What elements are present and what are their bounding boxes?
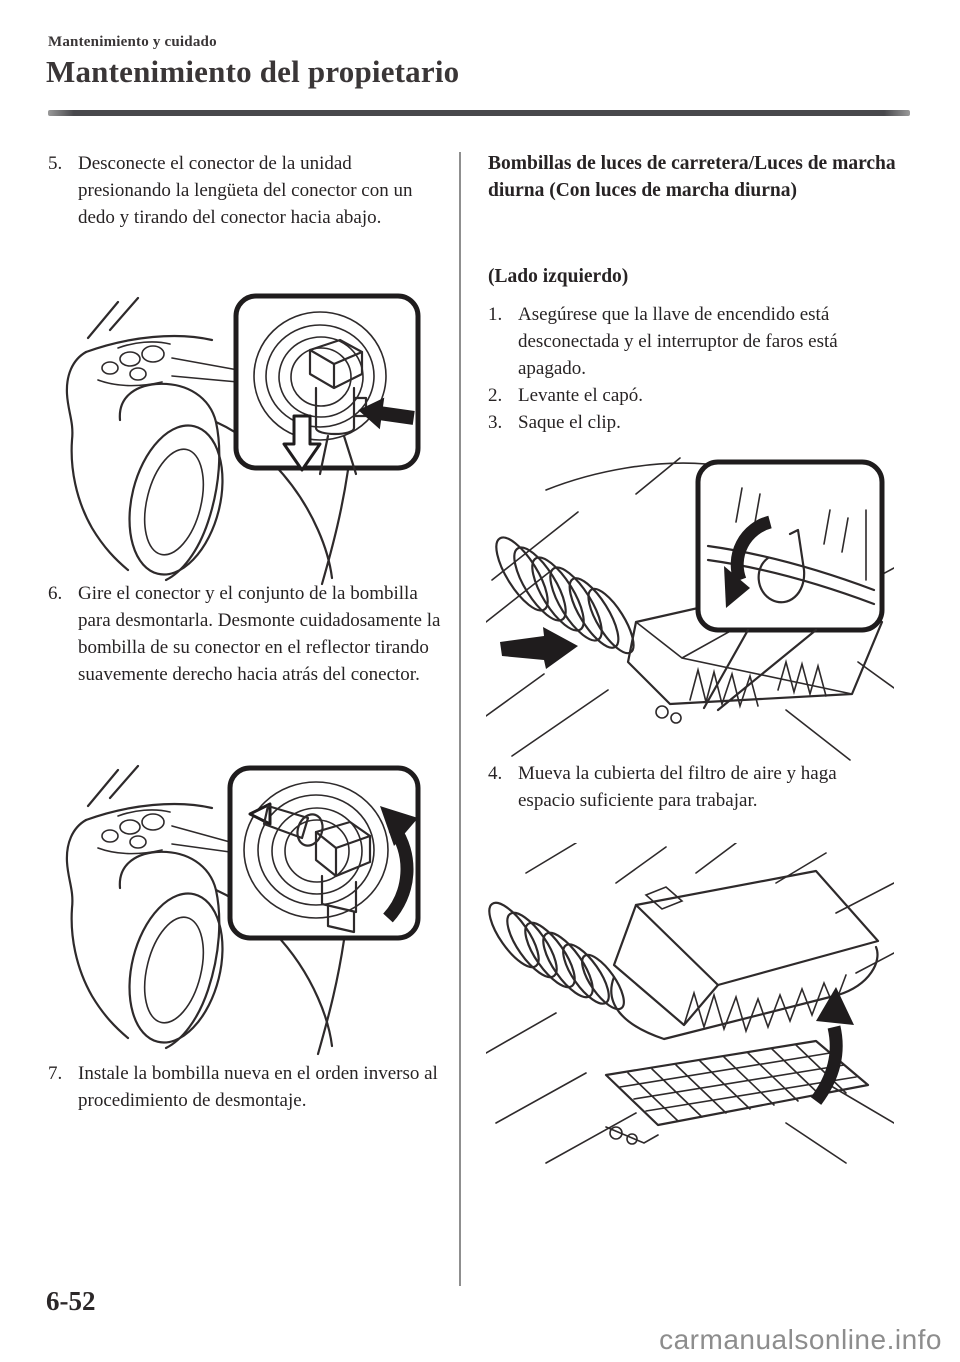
step-3: 3. Saque el clip. (488, 409, 896, 436)
section-subheading: (Lado izquierdo) (488, 266, 629, 287)
step-5: 5. Desconecte el conector de la unidad p… (48, 150, 444, 231)
figure-air-cleaner-clip (486, 450, 894, 766)
step-number: 6. (48, 583, 63, 604)
step-1: 1. Asegúrese que la llave de encendido e… (488, 301, 896, 382)
step-number: 7. (48, 1063, 63, 1084)
bulb-rotate-diagram-image (65, 764, 421, 1056)
watermark: carmanualsonline.info (659, 1324, 942, 1355)
air-cleaner-clip-diagram-image (486, 457, 894, 761)
step-number: 4. (488, 763, 503, 784)
figure-bulb-rotate-remove (58, 756, 430, 1056)
step-text: Desconecte el conector de la unidad pres… (78, 153, 413, 228)
step-number: 3. (488, 412, 503, 433)
figure-air-cleaner-cover-lift (486, 843, 894, 1165)
page-title: Mantenimiento del propietario (46, 54, 460, 89)
step-4: 4. Mueva la cubierta del filtro de aire … (488, 760, 896, 814)
step-2: 2. Levante el capó. (488, 382, 896, 409)
step-number: 1. (488, 304, 503, 325)
headlight-connector-diagram-image (65, 293, 421, 586)
step-text: Asegúrese que la llave de encendido está… (518, 304, 838, 379)
page-number: 6-52 (46, 1286, 96, 1316)
chapter-eyebrow: Mantenimiento y cuidado (48, 34, 217, 50)
step-text: Saque el clip. (518, 412, 621, 433)
step-text: Gire el conector y el conjunto de la bom… (78, 583, 441, 685)
step-6: 6. Gire el conector y el conjunto de la … (48, 580, 444, 688)
step-text: Mueva la cubierta del filtro de aire y h… (518, 763, 837, 811)
column-divider (459, 152, 461, 1286)
step-text: Levante el capó. (518, 385, 644, 406)
air-cleaner-cover-diagram-image (486, 843, 894, 1164)
section-heading: Bombillas de luces de carretera/Luces de… (488, 153, 896, 201)
figure-headlight-connector-pull-down (58, 288, 430, 586)
step-number: 5. (48, 153, 63, 174)
step-text: Instale la bombilla nueva en el orden in… (78, 1063, 438, 1111)
step-7: 7. Instale la bombilla nueva en el orden… (48, 1060, 444, 1114)
step-number: 2. (488, 385, 503, 406)
header-rule (48, 110, 910, 116)
right-steps-1-3: 1. Asegúrese que la llave de encendido e… (488, 301, 896, 436)
